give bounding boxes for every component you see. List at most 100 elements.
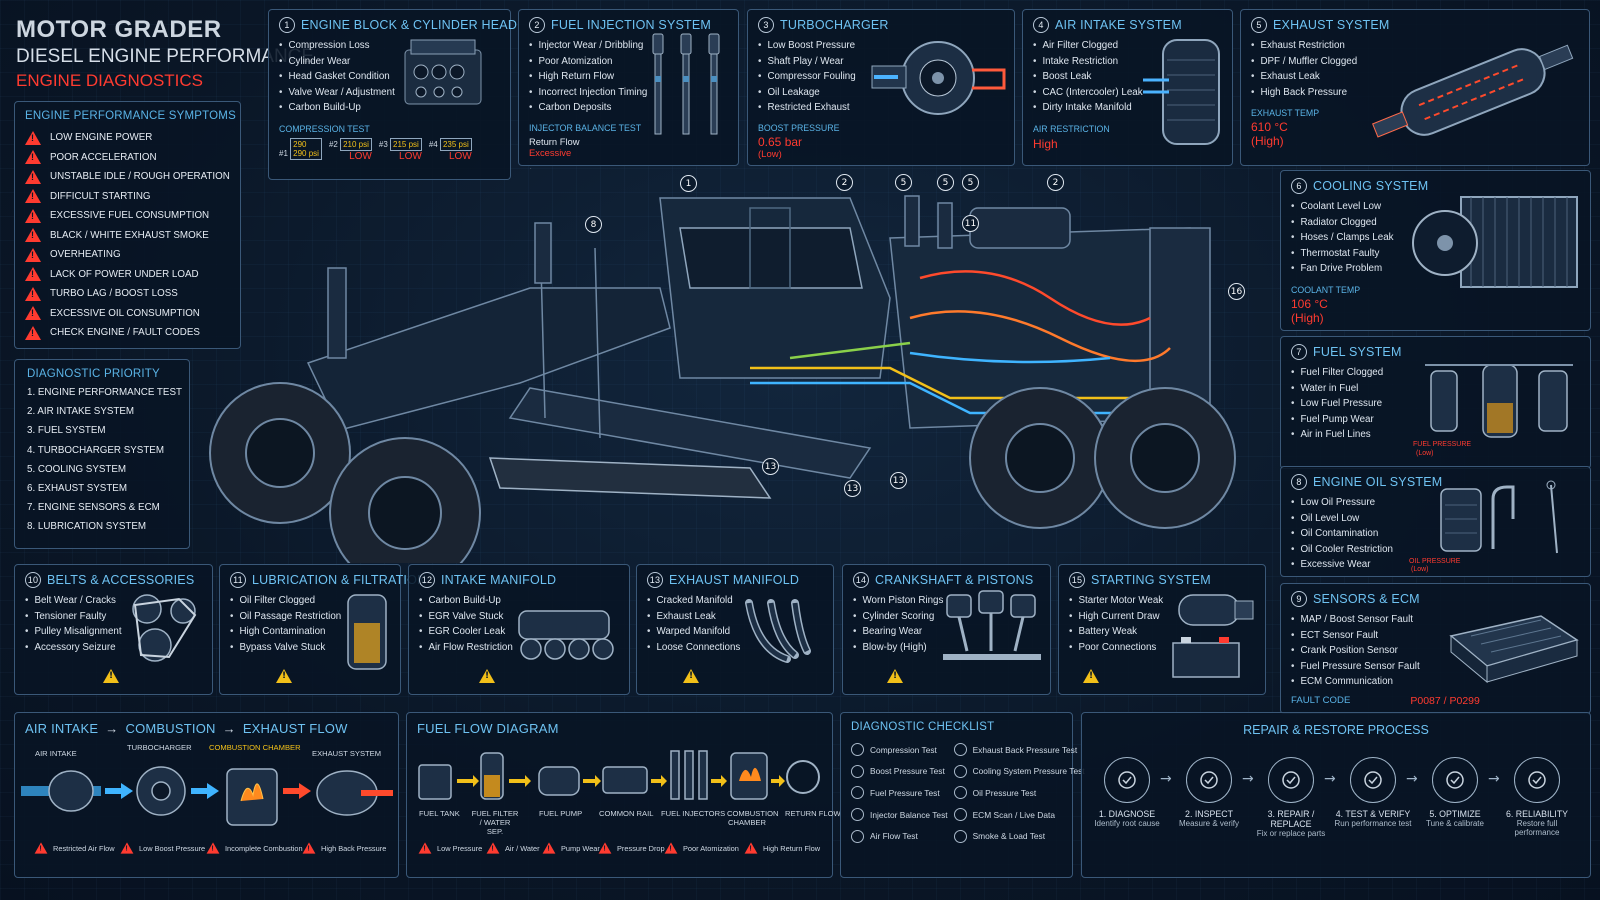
panel-title: SENSORS & ECM <box>1313 592 1420 606</box>
panel-number: 3 <box>758 17 774 33</box>
symptoms-panel: ENGINE PERFORMANCE SYMPTOMS LOW ENGINE P… <box>14 101 241 349</box>
flow-label: COMMON RAIL <box>599 809 654 818</box>
flow-label: COMBUSTION CHAMBER <box>727 809 779 827</box>
callout-marker[interactable]: 5 <box>962 174 979 191</box>
flow-warning: High Return Flow <box>763 843 821 853</box>
issue-item: Loose Connections <box>647 640 823 656</box>
checklist-item[interactable]: Oil Pressure Test <box>953 782 1085 804</box>
callout-marker[interactable]: 8 <box>585 216 602 233</box>
issue-item: Blow-by (High) <box>853 640 1040 656</box>
callout-marker[interactable]: 13 <box>890 472 907 489</box>
panel-title: ENGINE OIL SYSTEM <box>1313 475 1443 489</box>
symptom-label: LOW ENGINE POWER <box>50 132 153 144</box>
symptom-item: DIFFICULT STARTING <box>25 187 230 207</box>
checklist-item[interactable]: Boost Pressure Test <box>851 761 948 783</box>
warning-icon <box>598 842 612 854</box>
callout-marker[interactable]: 5 <box>937 174 954 191</box>
callout-marker[interactable]: 2 <box>1047 174 1064 191</box>
checklist-item[interactable]: ECM Scan / Live Data <box>953 804 1085 826</box>
cyl-id: #3 <box>378 139 388 149</box>
issue-item: Cylinder Wear <box>279 54 500 70</box>
callout-marker[interactable]: 2 <box>836 174 853 191</box>
checklist-item[interactable]: Smoke & Load Test <box>953 825 1085 847</box>
checklist-label: Boost Pressure Test <box>870 766 945 777</box>
ecm-module-icon <box>1449 615 1579 684</box>
checklist-item[interactable]: Air Flow Test <box>851 825 948 847</box>
header: MOTOR GRADER DIESEL ENGINE PERFORMANCE E… <box>16 16 314 91</box>
issue-list: Starter Motor WeakHigh Current DrawBatte… <box>1069 593 1255 655</box>
step-desc: Run performance test <box>1334 819 1412 828</box>
issue-item: Accessory Seizure <box>25 640 202 656</box>
flow-label: FUEL FILTER / WATER SEP. <box>471 809 519 836</box>
callout-marker[interactable]: 13 <box>762 458 779 475</box>
issue-list: Oil Filter CloggedOil Passage Restrictio… <box>230 593 390 655</box>
issue-item: Poor Atomization <box>529 54 728 70</box>
panel-title: EXHAUST SYSTEM <box>1273 18 1390 32</box>
warning-icon <box>25 286 41 301</box>
issue-item: EGR Valve Stuck <box>419 609 619 625</box>
boost-value: 0.65 bar <box>758 134 803 149</box>
issue-item: Valve Wear / Adjustment <box>279 85 500 101</box>
issue-item: Bypass Valve Stuck <box>230 640 390 656</box>
checklist-item[interactable]: Exhaust Back Pressure Test <box>953 739 1085 761</box>
warning-icon <box>25 228 41 243</box>
issue-item: ECT Sensor Fault <box>1291 628 1580 644</box>
app-subtitle: DIESEL ENGINE PERFORMANCE <box>16 46 315 67</box>
issue-item: Oil Filter Clogged <box>230 593 390 609</box>
cyl-value-2: 290 psi <box>293 148 319 158</box>
symptom-item: OVERHEATING <box>25 245 230 265</box>
flow-label: TURBOCHARGER <box>127 743 192 752</box>
callout-marker[interactable]: 13 <box>844 480 861 497</box>
callout-marker[interactable]: 11 <box>962 215 979 232</box>
fuel-filter-icon <box>1425 364 1573 438</box>
step-desc: Restore full performance <box>1514 819 1560 837</box>
arrow-icon: → <box>222 721 236 736</box>
issue-item: Exhaust Restriction <box>1251 38 1579 54</box>
issue-item: Oil Leakage <box>758 85 1004 101</box>
checklist-item[interactable]: Fuel Pressure Test <box>851 782 948 804</box>
step-desc: Tune & calibrate <box>1426 819 1484 828</box>
issue-item: Low Boost Pressure <box>758 38 1004 54</box>
exhaust-temp-value: 610 °C <box>1251 120 1288 134</box>
issue-item: Fuel Pressure Sensor Fault <box>1291 659 1580 675</box>
panel-fuel-flow: FUEL FLOW DIAGRAM FUEL TANK FUEL FILTER … <box>406 712 841 878</box>
panel-air-combustion-flow: AIR INTAKE → COMBUSTION → EXHAUST FLOW A… <box>14 712 399 878</box>
check-circle-icon <box>851 808 864 822</box>
issue-item: High Contamination <box>230 624 390 640</box>
cyl-id: #1 <box>279 148 288 158</box>
callout-marker[interactable]: 16 <box>1228 283 1245 300</box>
warning-icon <box>25 267 41 282</box>
checklist-item[interactable]: Compression Test <box>851 739 948 761</box>
issue-item: Radiator Clogged <box>1291 215 1580 231</box>
panel-number: 13 <box>647 572 663 588</box>
cyl-status: LOW <box>399 150 422 162</box>
issue-list: Injector Wear / DribblingPoor Atomizatio… <box>529 38 728 116</box>
warning-icon <box>542 842 556 854</box>
callout-marker[interactable]: 1 <box>680 175 697 192</box>
coolant-temp-status: (High) <box>1291 310 1324 325</box>
callout-marker[interactable]: 5 <box>895 174 912 191</box>
value-label: Return Flow <box>529 135 580 147</box>
issue-item: Warped Manifold <box>647 624 823 640</box>
warning-icon <box>103 669 119 683</box>
flow-label: RETURN FLOW <box>785 809 841 818</box>
flow-warning: Low Pressure <box>437 843 483 853</box>
checklist-item[interactable]: Injector Balance Test <box>851 804 948 826</box>
checklist-label: Smoke & Load Test <box>972 831 1046 842</box>
step-icon <box>1432 757 1478 803</box>
intake-manifold-icon <box>518 610 614 660</box>
panel-number: 15 <box>1069 572 1085 588</box>
checklist-item[interactable]: Cooling System Pressure Test <box>953 761 1085 783</box>
